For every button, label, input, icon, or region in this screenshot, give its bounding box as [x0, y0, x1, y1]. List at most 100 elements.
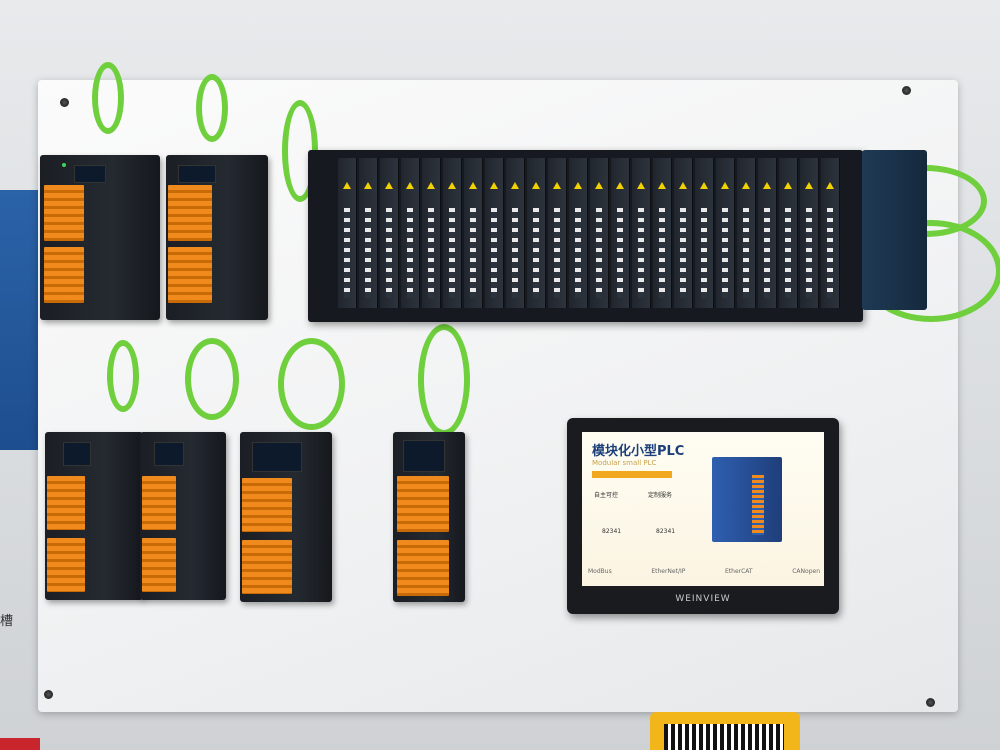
qr-code-sign	[650, 712, 800, 750]
io-slot	[779, 158, 798, 308]
slot-terminals	[344, 208, 350, 298]
terminal-block	[47, 476, 85, 530]
screw	[902, 86, 911, 95]
io-slot	[506, 158, 525, 308]
status-led	[62, 163, 66, 167]
green-cable	[278, 338, 345, 430]
green-cable	[418, 324, 470, 436]
hmi-subtitle: Modular small PLC	[592, 459, 657, 467]
module-display	[403, 440, 445, 472]
red-sign	[0, 738, 40, 750]
terminal-block	[142, 476, 176, 530]
slot-terminals	[785, 208, 791, 298]
screw	[926, 698, 935, 707]
plc-module	[240, 432, 332, 602]
terminal-block	[142, 538, 176, 592]
io-slot	[800, 158, 819, 308]
warning-icon	[574, 182, 582, 189]
slot-terminals	[386, 208, 392, 298]
terminal-block	[44, 247, 84, 303]
slot-terminals	[428, 208, 434, 298]
warning-icon	[595, 182, 603, 189]
module-display	[74, 165, 106, 183]
plc-module	[166, 155, 268, 320]
terminal-block	[397, 540, 449, 596]
logo-ethercat: EtherCAT	[725, 568, 753, 575]
green-cable	[185, 338, 239, 420]
product-image	[712, 457, 782, 542]
slot-terminals	[449, 208, 455, 298]
slot-terminals	[575, 208, 581, 298]
hmi-title: 模块化小型PLC	[592, 444, 685, 459]
io-slot	[548, 158, 567, 308]
io-slot	[443, 158, 462, 308]
network-coupler	[862, 150, 927, 310]
io-rack	[308, 150, 863, 322]
warning-icon	[553, 182, 561, 189]
warning-icon	[448, 182, 456, 189]
plc-module	[140, 432, 226, 600]
slot-terminals	[743, 208, 749, 298]
warning-icon	[742, 182, 750, 189]
io-slot	[674, 158, 693, 308]
screw	[44, 690, 53, 699]
slot-terminals	[806, 208, 812, 298]
terminal-block	[168, 185, 212, 241]
logo-canopen: CANopen	[792, 568, 820, 575]
warning-icon	[490, 182, 498, 189]
hmi-code: 82341	[656, 528, 676, 535]
slot-terminals	[554, 208, 560, 298]
warning-icon	[406, 182, 414, 189]
io-slot	[380, 158, 399, 308]
io-slot	[464, 158, 483, 308]
qr-code	[664, 724, 784, 750]
warning-icon	[784, 182, 792, 189]
slot-terminals	[533, 208, 539, 298]
warning-icon	[364, 182, 372, 189]
io-slot	[695, 158, 714, 308]
warning-icon	[385, 182, 393, 189]
slot-terminals	[722, 208, 728, 298]
hmi-touch-panel[interactable]: 模块化小型PLC Modular small PLC 自主可控 定制服务 823…	[567, 418, 839, 614]
plc-module	[393, 432, 465, 602]
io-slot	[422, 158, 441, 308]
io-slot	[758, 158, 777, 308]
slot-terminals	[680, 208, 686, 298]
logo-ethernetip: EtherNet/IP	[651, 568, 686, 575]
module-display	[154, 442, 184, 466]
terminal-block	[47, 538, 85, 592]
product-terminals	[752, 475, 764, 535]
warning-icon	[532, 182, 540, 189]
left-sign-char: 槽	[0, 614, 14, 629]
screw	[60, 98, 69, 107]
hmi-screen[interactable]: 模块化小型PLC Modular small PLC 自主可控 定制服务 823…	[582, 432, 824, 586]
hmi-feature: 定制服务	[648, 492, 673, 499]
slot-terminals	[470, 208, 476, 298]
plc-module	[45, 432, 143, 600]
warning-icon	[343, 182, 351, 189]
slot-terminals	[764, 208, 770, 298]
io-slot	[611, 158, 630, 308]
module-display	[252, 442, 302, 472]
slot-terminals	[701, 208, 707, 298]
io-slot	[401, 158, 420, 308]
warning-icon	[721, 182, 729, 189]
slot-terminals	[596, 208, 602, 298]
terminal-block	[397, 476, 449, 532]
slot-terminals	[491, 208, 497, 298]
warning-icon	[700, 182, 708, 189]
slot-terminals	[827, 208, 833, 298]
terminal-block	[44, 185, 84, 241]
hmi-code: 82341	[602, 528, 622, 535]
io-slot	[632, 158, 651, 308]
warning-icon	[469, 182, 477, 189]
logo-modbus: ModBus	[588, 568, 612, 575]
slot-terminals	[512, 208, 518, 298]
terminal-block	[242, 478, 292, 532]
terminal-block	[242, 540, 292, 594]
io-slot	[338, 158, 357, 308]
warning-icon	[616, 182, 624, 189]
green-cable	[107, 340, 139, 412]
left-banner	[0, 190, 42, 450]
io-slot	[359, 158, 378, 308]
